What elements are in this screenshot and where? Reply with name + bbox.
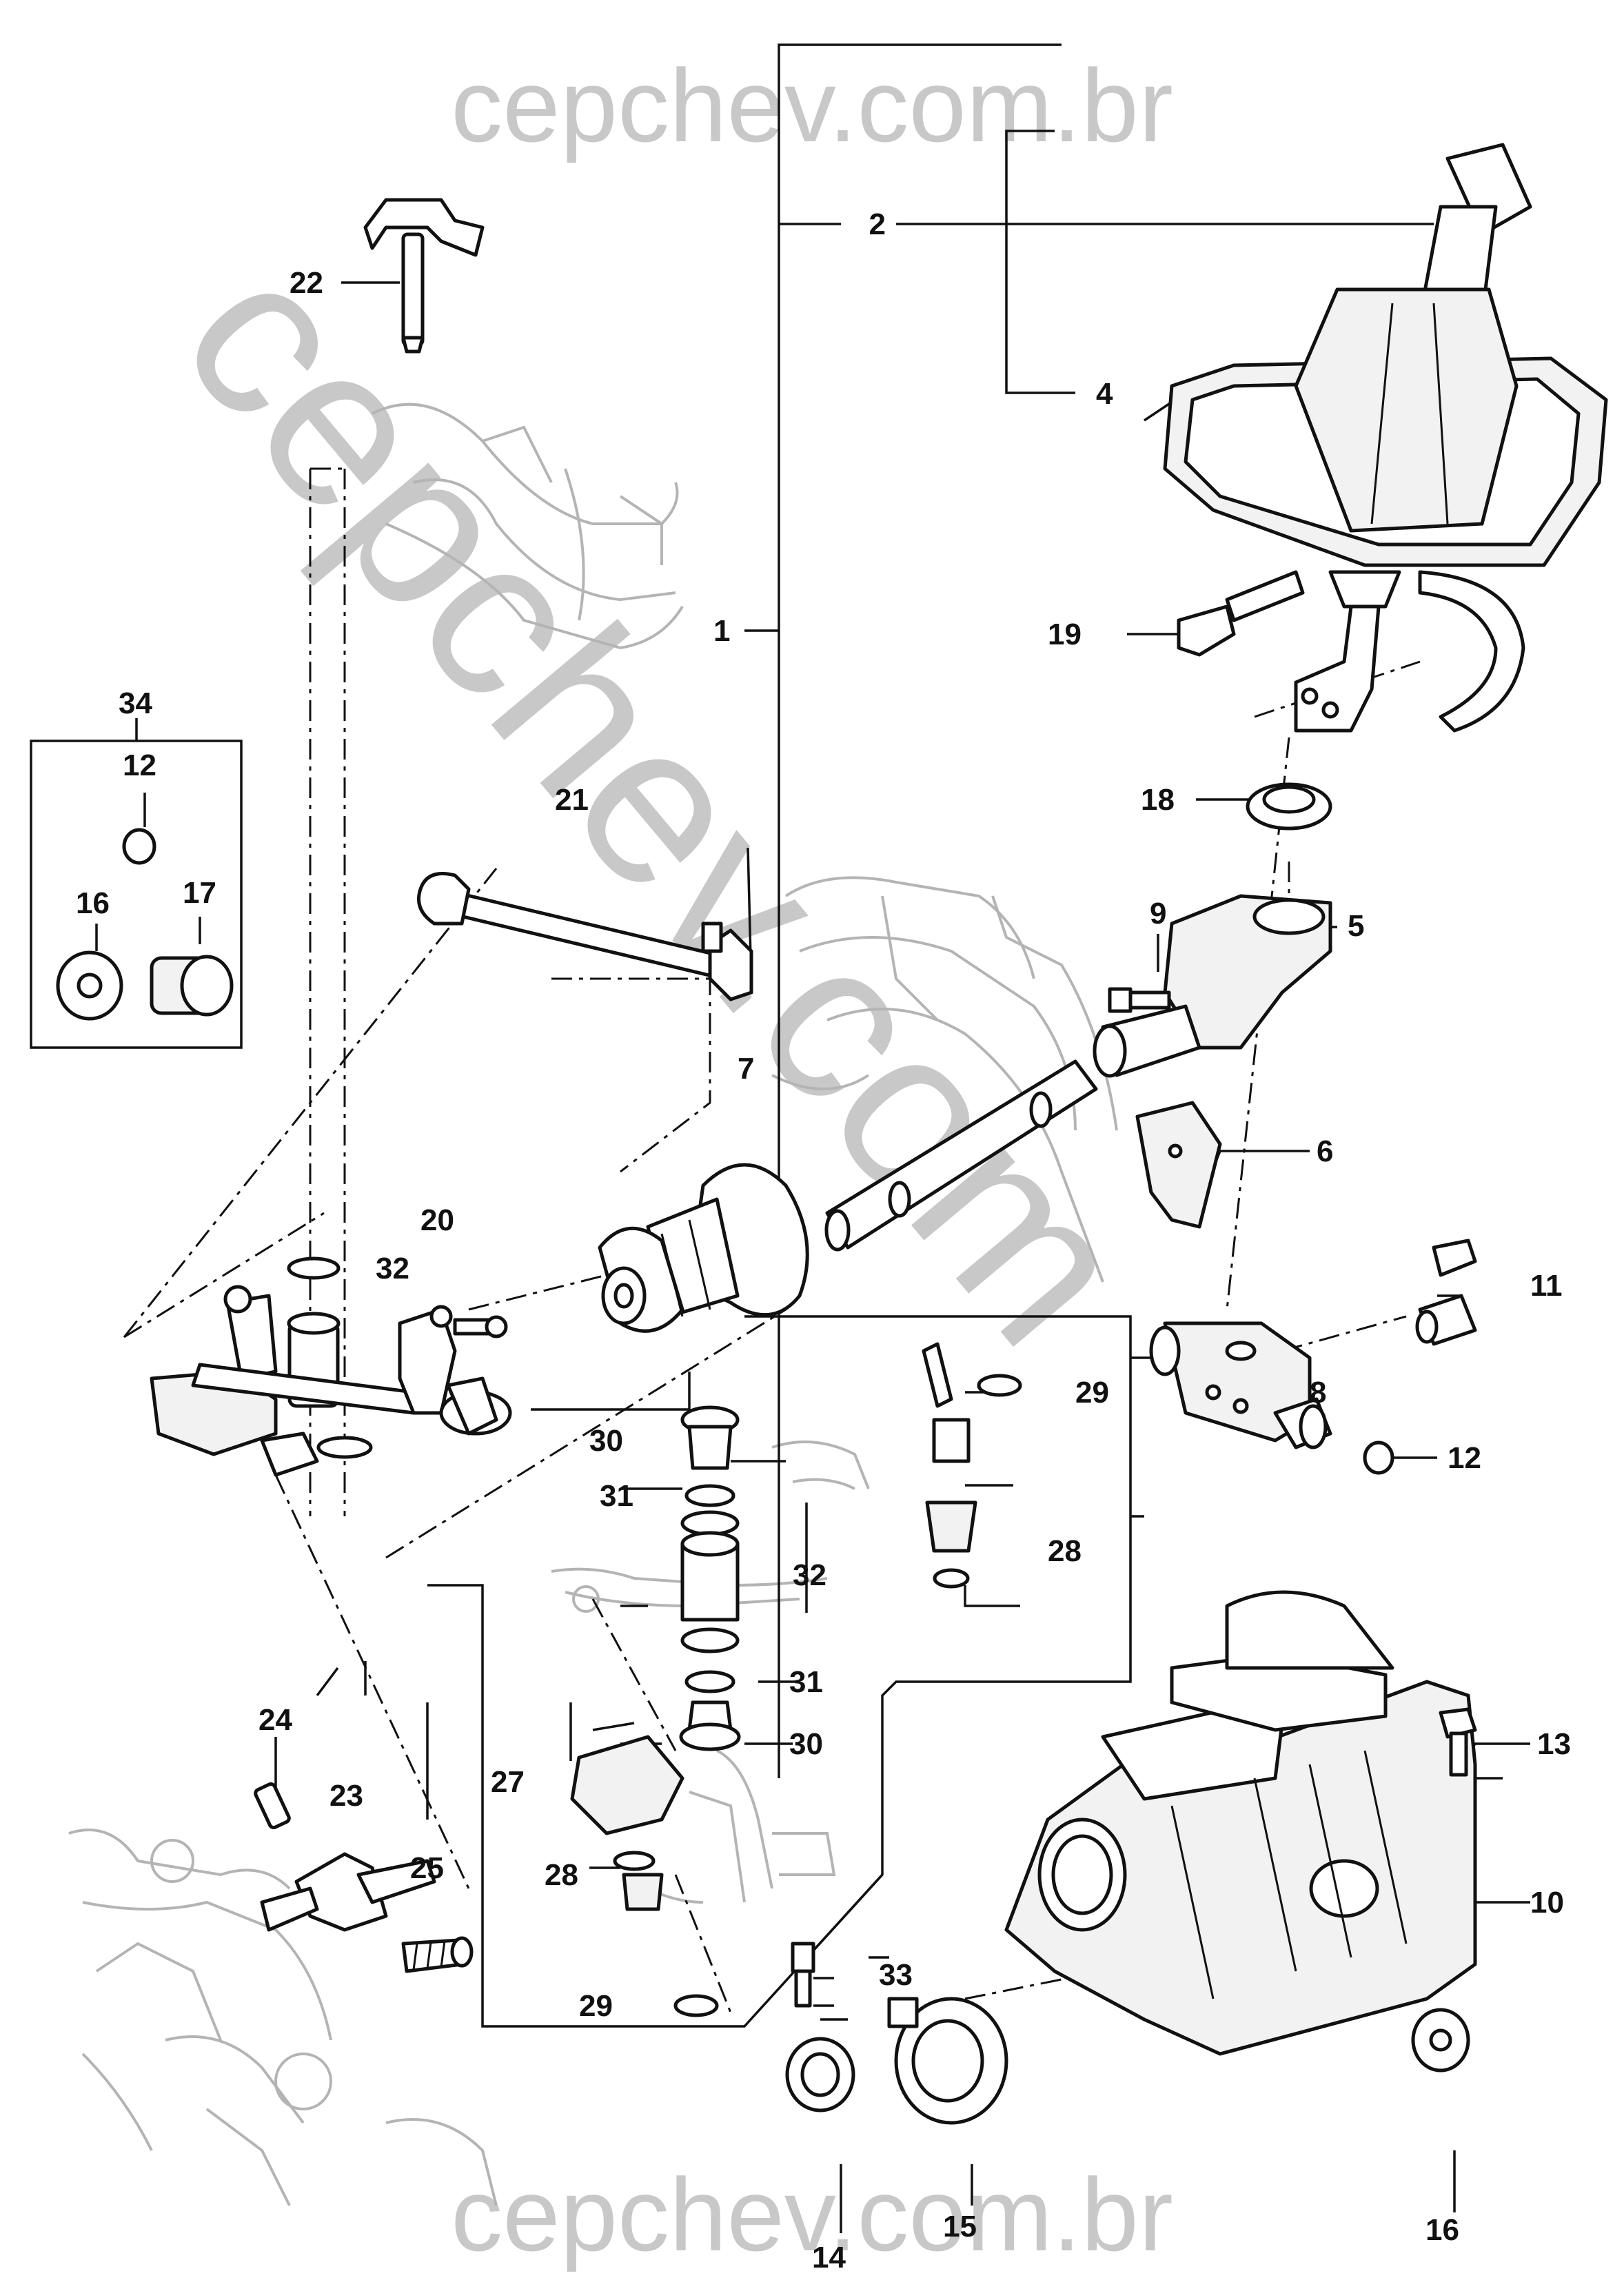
label-8: 8 <box>1310 1376 1326 1409</box>
label-11: 11 <box>1530 1269 1563 1303</box>
label-6: 6 <box>1317 1134 1333 1168</box>
label-12-kit: 12 <box>123 749 156 782</box>
leader-lines <box>95 223 1530 2233</box>
part-29-ring-bottom <box>673 1994 719 2017</box>
part-number-labels: 1 2 4 5 6 7 8 9 10 11 12 12 13 14 15 16 … <box>76 207 1571 2274</box>
label-22: 22 <box>290 266 323 300</box>
ghost-transmission <box>68 1829 498 2206</box>
watermark-top: cepchev.com.br <box>451 48 1173 163</box>
part-7-rubber-boot <box>598 1163 809 1333</box>
part-9-bolt <box>1108 987 1171 1013</box>
part-6-damper-block <box>1135 1101 1222 1229</box>
part-4-lever-boot <box>1163 287 1608 567</box>
part-11-clip-pin <box>1415 1239 1477 1346</box>
label-14: 14 <box>812 2241 846 2274</box>
label-25: 25 <box>410 1851 444 1885</box>
part-30-plug-bottom <box>679 1700 741 1751</box>
part-12-o-ring-kit <box>122 828 156 865</box>
label-31-top: 31 <box>600 1479 633 1513</box>
label-1: 1 <box>713 614 730 648</box>
part-17-cap-kit <box>150 955 234 1017</box>
part-32-washer-top <box>287 1256 341 1280</box>
label-28-bottom: 28 <box>545 1858 578 1892</box>
ghost-crossmember <box>372 403 684 650</box>
part-33-bolt <box>791 1942 815 2008</box>
group-brackets <box>427 43 1132 2028</box>
label-28-top: 28 <box>1048 1534 1082 1568</box>
part-21-link-rod <box>417 872 753 1001</box>
label-4: 4 <box>1096 377 1113 411</box>
label-16-right: 16 <box>1425 2213 1459 2247</box>
label-10: 10 <box>1530 1886 1564 1920</box>
part-13-bolt <box>1439 1707 1477 1777</box>
label-7: 7 <box>738 1052 754 1086</box>
label-34: 34 <box>119 686 152 720</box>
label-30-bottom: 30 <box>789 1727 823 1761</box>
label-31-bottom: 31 <box>789 1665 823 1699</box>
label-29-top: 29 <box>1075 1376 1109 1409</box>
part-25-bolt <box>401 1936 474 1973</box>
label-33: 33 <box>879 1958 913 1992</box>
shift-finger-top <box>922 1342 953 1408</box>
label-32-top: 32 <box>376 1252 409 1285</box>
label-17: 17 <box>183 876 216 910</box>
part-5-lever-housing <box>1093 894 1332 1078</box>
label-18: 18 <box>1141 783 1175 817</box>
label-29-bottom: 29 <box>579 1989 613 2023</box>
label-16-kit: 16 <box>76 886 110 920</box>
label-23: 23 <box>329 1779 363 1813</box>
label-27: 27 <box>491 1765 525 1799</box>
label-15: 15 <box>943 2210 977 2243</box>
part-2-lever-stem <box>1294 570 1401 733</box>
watermark-diagonal: cepchev.com <box>134 212 1181 1390</box>
label-21: 21 <box>555 783 589 817</box>
part-31-washer-top <box>684 1484 735 1507</box>
part-23-fork <box>260 1852 436 1932</box>
part-8-shift-joint <box>1149 1321 1332 1449</box>
part-19-strap-clip <box>1177 570 1525 733</box>
part-30-plug-top <box>680 1405 740 1470</box>
part-24-pin <box>254 1782 291 1830</box>
label-2: 2 <box>869 207 886 241</box>
shift-rod <box>824 1059 1098 1252</box>
label-19: 19 <box>1048 618 1082 651</box>
part-18-bushing <box>1246 782 1332 831</box>
part-15-cover <box>887 1997 1008 2125</box>
part-28-bushing-pair-bottom <box>613 1851 664 1911</box>
part-22-bracket-pin <box>363 198 485 354</box>
label-20: 20 <box>420 1203 454 1237</box>
assembly-dash-lines <box>123 467 1463 2013</box>
label-32-stack: 32 <box>793 1558 826 1592</box>
label-12-right: 12 <box>1448 1441 1481 1475</box>
part-10-gear-housing <box>1004 1590 1477 2056</box>
label-24: 24 <box>258 1703 292 1737</box>
label-13: 13 <box>1537 1727 1571 1761</box>
part-28-bushing-pair-top <box>925 1418 977 1589</box>
part-20-selector-assembly <box>150 1285 512 1477</box>
part-31-washer-bottom <box>684 1670 735 1693</box>
part-32-bushing-stack <box>680 1510 740 1653</box>
watermark-bottom: cepchev.com.br <box>451 2157 1173 2272</box>
ghost-gearbox <box>771 876 1118 1283</box>
part-27-damper <box>570 1735 684 1835</box>
part-14-seal <box>785 2037 855 2112</box>
part-12-o-ring-right <box>1363 1440 1394 1475</box>
parts-29-ring-top <box>977 1374 1022 1397</box>
part-16-bushing-right <box>1411 2008 1470 2073</box>
label-5: 5 <box>1348 909 1364 943</box>
part-16-bushing-kit <box>56 950 123 1021</box>
label-30-top: 30 <box>589 1424 623 1458</box>
label-9: 9 <box>1150 897 1166 930</box>
